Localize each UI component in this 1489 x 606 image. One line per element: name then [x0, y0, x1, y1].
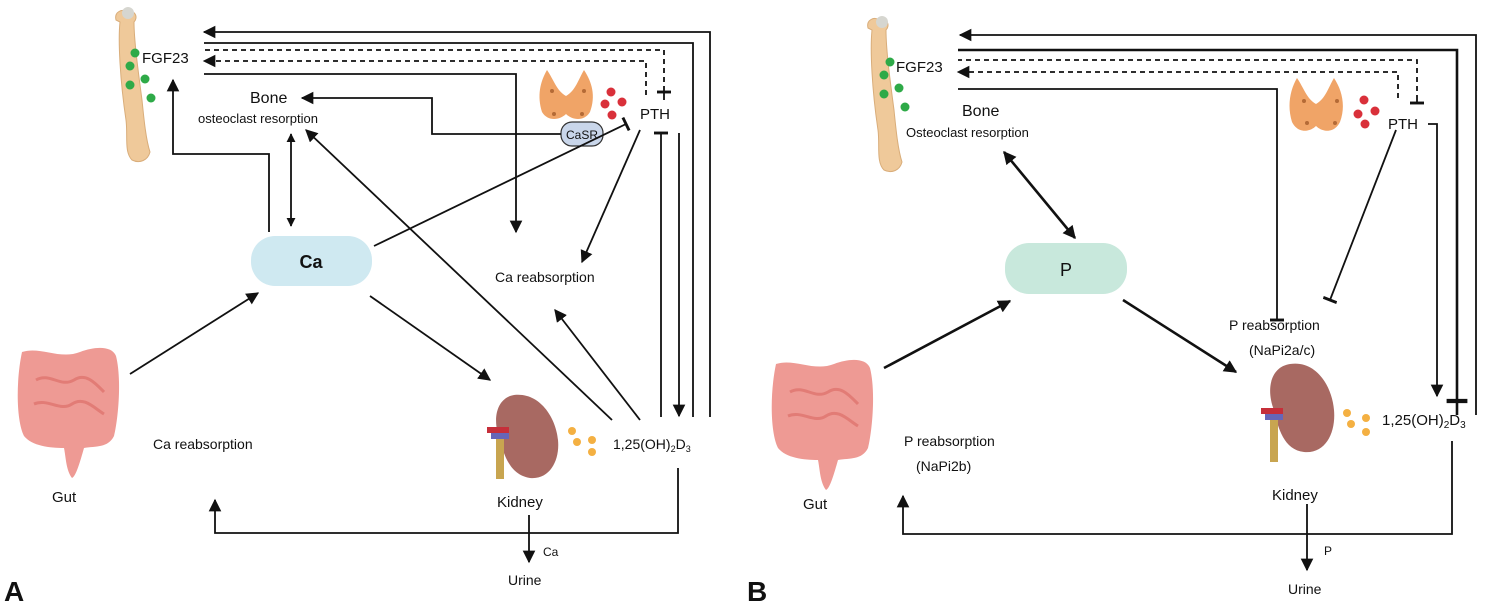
vitamin-d-label: 1,25(OH)2D3: [613, 436, 691, 454]
pth-label: PTH: [640, 106, 670, 123]
panel-b-connectors: [883, 28, 1477, 572]
vitamin-d-label: 1,25(OH)2D3: [1382, 412, 1466, 431]
fgf23-dots-icon: [125, 48, 156, 103]
casr-label: CaSR: [566, 128, 598, 142]
urine-mineral-label: P: [1324, 544, 1332, 558]
bone-label: Bone: [962, 103, 999, 120]
parathyroid-gland-icon: [1289, 78, 1343, 131]
panel-a-connectors: [129, 25, 711, 564]
urine-label: Urine: [508, 572, 542, 588]
kidney-p-reabsorption-label: P reabsorption: [1229, 317, 1320, 333]
gut-ca-reabsorption-label: Ca reabsorption: [153, 436, 253, 452]
panel-a: FGF23 Bone osteoclast resorption CaSR PT…: [4, 7, 711, 606]
bone-sub-label: Osteoclast resorption: [906, 125, 1029, 140]
casr-receptor-badge: CaSR: [560, 121, 604, 147]
fgf23-label: FGF23: [142, 50, 189, 67]
panel-b-letter: B: [747, 576, 767, 606]
vitamin-d-dots-icon: [1343, 409, 1370, 436]
gut-p-reabsorption-label: P reabsorption: [904, 433, 995, 449]
phosphate-node: P: [1005, 243, 1127, 294]
fgf23-dots-icon: [879, 57, 910, 112]
gut-intestine-icon: [17, 347, 120, 478]
panel-b: FGF23 Bone Osteoclast resorption PTH P P…: [747, 16, 1477, 606]
gut-intestine-icon: [771, 359, 874, 490]
parathyroid-gland-icon: [539, 70, 593, 119]
calcium-node: Ca: [251, 236, 372, 286]
pth-label: PTH: [1388, 116, 1418, 133]
fgf23-label: FGF23: [896, 59, 943, 76]
urine-label: Urine: [1288, 581, 1322, 597]
calcium-label: Ca: [299, 252, 323, 272]
kidney-label: Kidney: [497, 494, 543, 511]
urine-mineral-label: Ca: [543, 545, 559, 559]
bone-label: Bone: [250, 90, 287, 107]
panel-a-letter: A: [4, 576, 24, 606]
gut-transporter-label: (NaPi2b): [916, 458, 971, 474]
gut-label: Gut: [803, 496, 828, 513]
gut-label: Gut: [52, 489, 77, 506]
phosphate-label: P: [1060, 260, 1072, 280]
vitamin-d-dots-icon: [568, 427, 596, 456]
kidney-label: Kidney: [1272, 487, 1318, 504]
kidney-transporter-label: (NaPi2a/c): [1249, 342, 1315, 358]
pth-dots-icon: [1353, 95, 1380, 129]
kidney-ca-reabsorption-label: Ca reabsorption: [495, 269, 595, 285]
bone-sub-label: osteoclast resorption: [198, 111, 318, 126]
kidney-icon: [1261, 363, 1335, 462]
kidney-icon: [487, 394, 559, 479]
pth-dots-icon: [600, 87, 627, 120]
